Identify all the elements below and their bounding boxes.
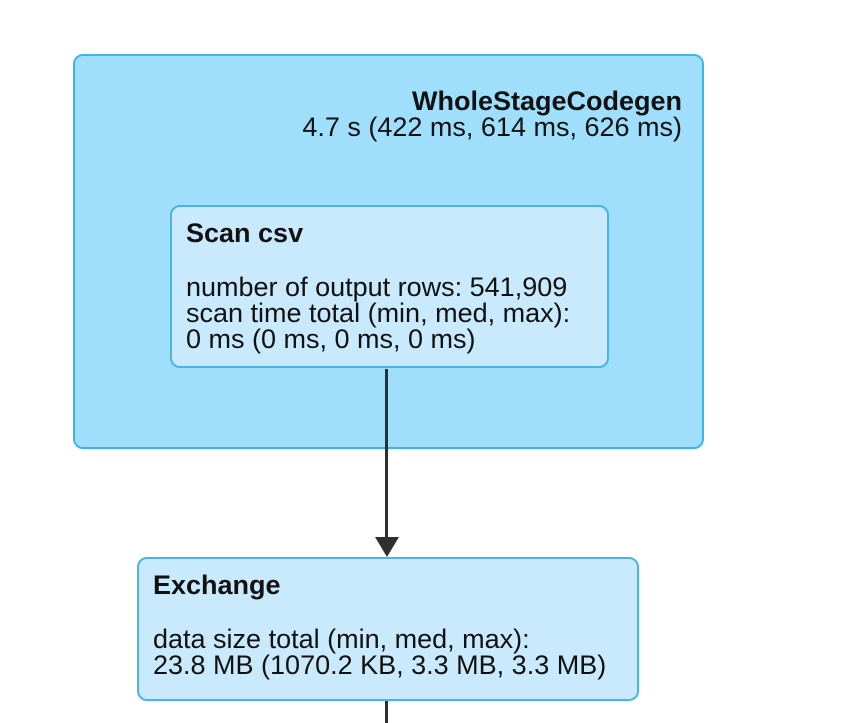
wholestagecodegen-title: WholeStageCodegen	[411, 86, 682, 116]
edge-scan-to-exchange	[385, 369, 388, 539]
wholestagecodegen-label: WholeStageCodegen 4.7 s (422 ms, 614 ms,…	[302, 86, 682, 142]
wholestagecodegen-timing: 4.7 s (422 ms, 614 ms, 626 ms)	[302, 112, 682, 142]
arrowhead-icon	[375, 537, 399, 557]
scan-csv-title: Scan csv	[186, 218, 304, 248]
scan-csv-metric-scan-time-values: 0 ms (0 ms, 0 ms, 0 ms)	[186, 324, 476, 354]
scan-csv-node: Scan csv number of output rows: 541,909 …	[170, 205, 609, 368]
exchange-node: Exchange data size total (min, med, max)…	[137, 557, 639, 701]
scan-csv-metric-output-rows: number of output rows: 541,909	[186, 272, 568, 302]
edge-exchange-out	[385, 701, 388, 723]
exchange-title: Exchange	[153, 570, 281, 600]
exchange-metric-data-size-values: 23.8 MB (1070.2 KB, 3.3 MB, 3.3 MB)	[153, 650, 607, 680]
exchange-metric-data-size-label: data size total (min, med, max):	[153, 624, 530, 654]
scan-csv-metric-scan-time-label: scan time total (min, med, max):	[186, 298, 571, 328]
